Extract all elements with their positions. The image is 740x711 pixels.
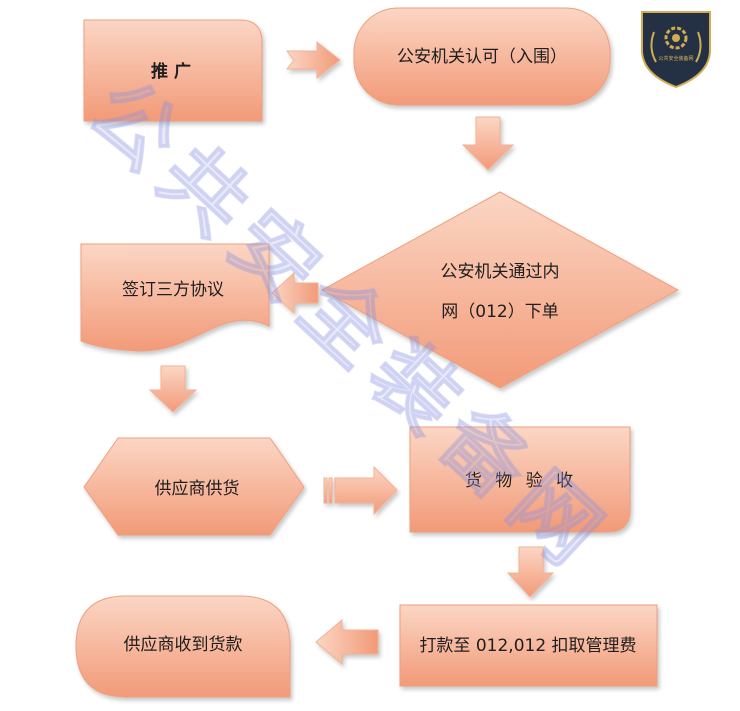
- arrow-down-approval-to-order: [461, 116, 515, 171]
- arrow-down-inspection-to-payment: [506, 546, 555, 598]
- arrow-left-payment-to-received: [315, 618, 379, 666]
- approval-node: 公安机关认可（入围）: [353, 7, 611, 106]
- approval-label: 公安机关认可（入围）: [397, 47, 567, 67]
- promote-label: 推 广: [151, 61, 191, 82]
- logo-text: 公共安全装备网: [658, 55, 693, 62]
- logo-laurel-right-icon: [695, 31, 702, 63]
- logo-gear-icon: [664, 26, 688, 50]
- logo: 公共安全装备网: [641, 11, 711, 89]
- supply-label: 供应商供货: [155, 479, 240, 499]
- arrow-right-promote-to-approval: [285, 40, 341, 80]
- arrow-right-supply-to-inspection: [323, 465, 398, 516]
- logo-gear-center-icon: [672, 34, 680, 42]
- received-label: 供应商收到货款: [124, 635, 243, 655]
- inspection-label: 货 物 验 收: [465, 471, 577, 491]
- arrow-left-order-to-agreement: [271, 271, 319, 315]
- logo-laurel-left-icon: [650, 31, 657, 63]
- arrow-down-agreement-to-supply: [148, 365, 198, 413]
- promote-node: 推 广: [83, 19, 263, 122]
- order-label-line1: 公安机关通过内: [441, 262, 560, 282]
- received-node: 供应商收到货款: [75, 595, 291, 698]
- order-decision-node: 公安机关通过内 网（012）下单: [320, 191, 680, 389]
- inspection-node: 货 物 验 收: [409, 426, 631, 533]
- payment-label: 打款至 012,012 扣取管理费: [419, 636, 636, 656]
- payment-node: 打款至 012,012 扣取管理费: [399, 604, 658, 687]
- order-label-line2: 网（012）下单: [441, 302, 558, 322]
- supply-node: 供应商供货: [83, 437, 305, 536]
- agreement-node: 签订三方协议: [80, 243, 270, 352]
- agreement-label: 签订三方协议: [122, 280, 224, 300]
